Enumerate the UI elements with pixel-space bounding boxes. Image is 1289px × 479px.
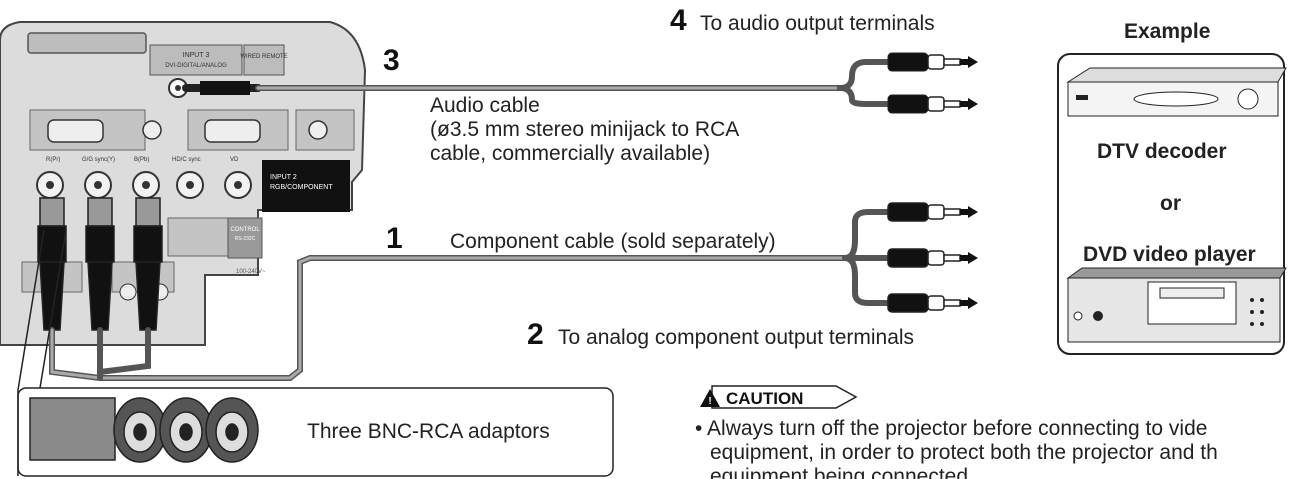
bnc-r-label: R(Pr) xyxy=(46,157,60,163)
input2-label: INPUT 2 xyxy=(270,174,297,181)
caution-line3: equipment being connected. xyxy=(710,465,974,479)
audio-cable-line2: cable, commercially available) xyxy=(430,142,711,165)
example-device-dvd: DVD video player xyxy=(1083,243,1256,266)
audio-cable-title: Audio cable xyxy=(430,94,540,117)
audio-cable xyxy=(182,59,893,107)
example-device-dtv: DTV decoder xyxy=(1097,140,1227,163)
adaptor-callout xyxy=(17,229,614,477)
control-sub: RS-232C xyxy=(235,236,256,242)
adaptors-label: Three BNC-RCA adaptors xyxy=(307,420,550,443)
bnc-h-label: HD/C sync xyxy=(172,157,201,163)
caution-badge: ! CAUTION xyxy=(700,385,858,409)
bnc-v-label: VD xyxy=(230,157,239,163)
step-4-number: 4 xyxy=(670,4,687,37)
component-cable xyxy=(49,209,893,381)
step-2-number: 2 xyxy=(527,318,544,351)
step-3-number: 3 xyxy=(383,44,400,77)
bnc-plugs xyxy=(37,197,163,331)
input3-label: INPUT 3 xyxy=(183,52,210,59)
control-label: CONTROL xyxy=(230,227,260,233)
component-cable-label: Component cable (sold separately) xyxy=(450,230,776,253)
caution-line2: equipment, in order to protect both the … xyxy=(710,441,1218,464)
bnc-g-label: G/G sync(Y) xyxy=(82,157,115,163)
component-output-label: To analog component output terminals xyxy=(558,326,915,349)
svg-text:!: ! xyxy=(708,396,711,407)
example-title: Example xyxy=(1124,20,1211,43)
step-1-number: 1 xyxy=(386,222,403,255)
component-rca-plugs xyxy=(887,202,978,313)
bnc-b-label: B(Pb) xyxy=(134,157,149,163)
audio-rca-plugs xyxy=(887,52,978,114)
bnc-rca-adaptors-illustration xyxy=(29,397,259,463)
example-box xyxy=(1057,53,1287,355)
power-label: 100-240V~ xyxy=(236,269,266,275)
caution-title: CAUTION xyxy=(726,389,803,408)
example-or: or xyxy=(1160,192,1181,215)
wired-remote-label: WIRED REMOTE xyxy=(240,54,287,60)
input2-sub: RGB/COMPONENT xyxy=(270,184,333,191)
audio-cable-line1: (ø3.5 mm stereo minijack to RCA xyxy=(430,118,740,141)
input3-sub: DVI-DIGITAL/ANALOG xyxy=(165,63,227,69)
audio-output-label: To audio output terminals xyxy=(700,12,935,35)
caution-line1: • Always turn off the projector before c… xyxy=(695,417,1208,440)
